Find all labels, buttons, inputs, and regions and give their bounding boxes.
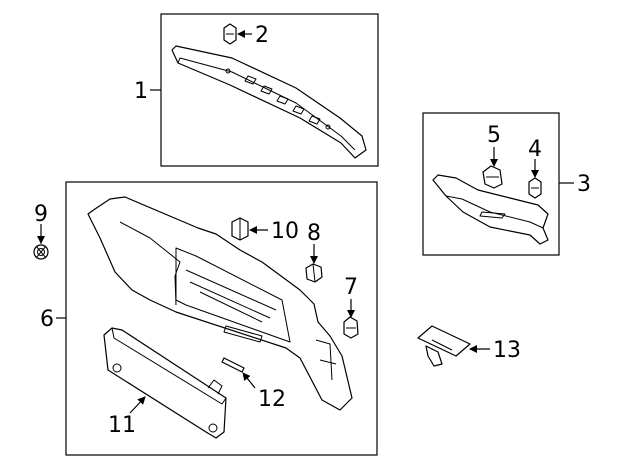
part-clip-10 (231, 217, 249, 241)
part-upper-trim-rail (171, 45, 367, 159)
leader-12 (242, 372, 256, 389)
leader-11 (129, 396, 146, 414)
callout-11: 11 (108, 413, 136, 438)
part-pin-12 (221, 357, 245, 373)
part-side-bracket (432, 174, 549, 245)
callout-7: 7 (344, 275, 358, 300)
callout-9: 9 (34, 202, 48, 227)
callout-1: 1 (134, 79, 148, 104)
part-screw-9 (33, 237, 49, 260)
part-clip-5 (482, 165, 503, 189)
part-clip-4 (528, 177, 542, 199)
part-cover-panel (103, 327, 227, 439)
part-clip-7 (343, 316, 359, 339)
callout-6: 6 (40, 307, 54, 332)
callout-5: 5 (487, 123, 501, 148)
callout-8: 8 (307, 221, 321, 246)
callout-2: 2 (255, 23, 269, 48)
part-hook-13 (417, 325, 471, 367)
callout-4: 4 (528, 137, 542, 162)
callout-13: 13 (493, 338, 521, 363)
group-box-3 (422, 112, 560, 256)
callout-10: 10 (271, 219, 299, 244)
part-nut-8 (305, 263, 323, 283)
part-trim-panel (87, 196, 353, 411)
callout-12: 12 (258, 387, 286, 412)
callout-3: 3 (577, 172, 591, 197)
part-clip-2 (223, 23, 237, 45)
